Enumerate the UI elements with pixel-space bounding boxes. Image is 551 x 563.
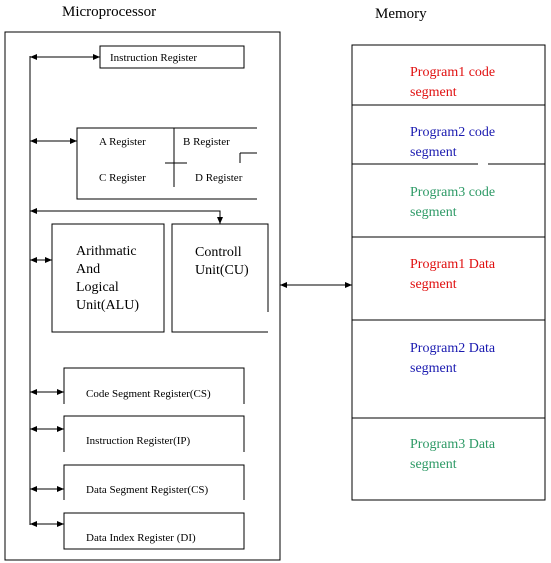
alu-line-3: Logical [76, 280, 119, 295]
alu-line-1: Arithmatic [76, 244, 137, 259]
di-register-label: Data Index Register (DI) [86, 532, 196, 544]
b-register-label: B Register [183, 136, 230, 148]
memory-box [351, 44, 546, 501]
memory-segment-3: Program3 code segment [410, 185, 499, 220]
microprocessor-title: Microprocessor [62, 4, 156, 20]
alu-line-4: Unit(ALU) [76, 298, 139, 313]
memory-dividers [352, 104, 545, 419]
alu-label: Arithmatic And Logical Unit(ALU) [76, 244, 140, 313]
cu-line-1: Controll [195, 245, 242, 260]
instruction-register-label: Instruction Register [110, 52, 197, 64]
cu-label: Controll Unit(CU) [195, 245, 249, 278]
memory-segment-5: Program2 Data segment [410, 341, 499, 376]
memory-segment-4: Program1 Data segment [410, 257, 499, 292]
cu-box [171, 223, 269, 333]
ip-register-label: Instruction Register(IP) [86, 435, 191, 447]
alu-line-2: And [76, 262, 100, 277]
memory-segment-2: Program2 code segment [410, 125, 499, 160]
cs-register-box [63, 367, 245, 404]
ds-register-label: Data Segment Register(CS) [86, 484, 209, 496]
cu-line-2: Unit(CU) [195, 263, 249, 278]
di-register-box [63, 512, 245, 550]
ip-register-box [63, 415, 245, 452]
cs-register-label: Code Segment Register(CS) [86, 388, 211, 400]
d-register-label: D Register [195, 172, 243, 184]
general-registers-group [76, 127, 257, 200]
c-register-label: C Register [99, 172, 146, 184]
memory-segment-1: Program1 code segment [410, 65, 499, 100]
cu-bus-arrow [30, 208, 223, 224]
memory-title: Memory [375, 6, 427, 22]
memory-segment-6: Program3 Data segment [410, 437, 499, 472]
a-register-label: A Register [99, 136, 146, 148]
ds-register-box [63, 464, 245, 500]
alu-box [51, 223, 165, 333]
